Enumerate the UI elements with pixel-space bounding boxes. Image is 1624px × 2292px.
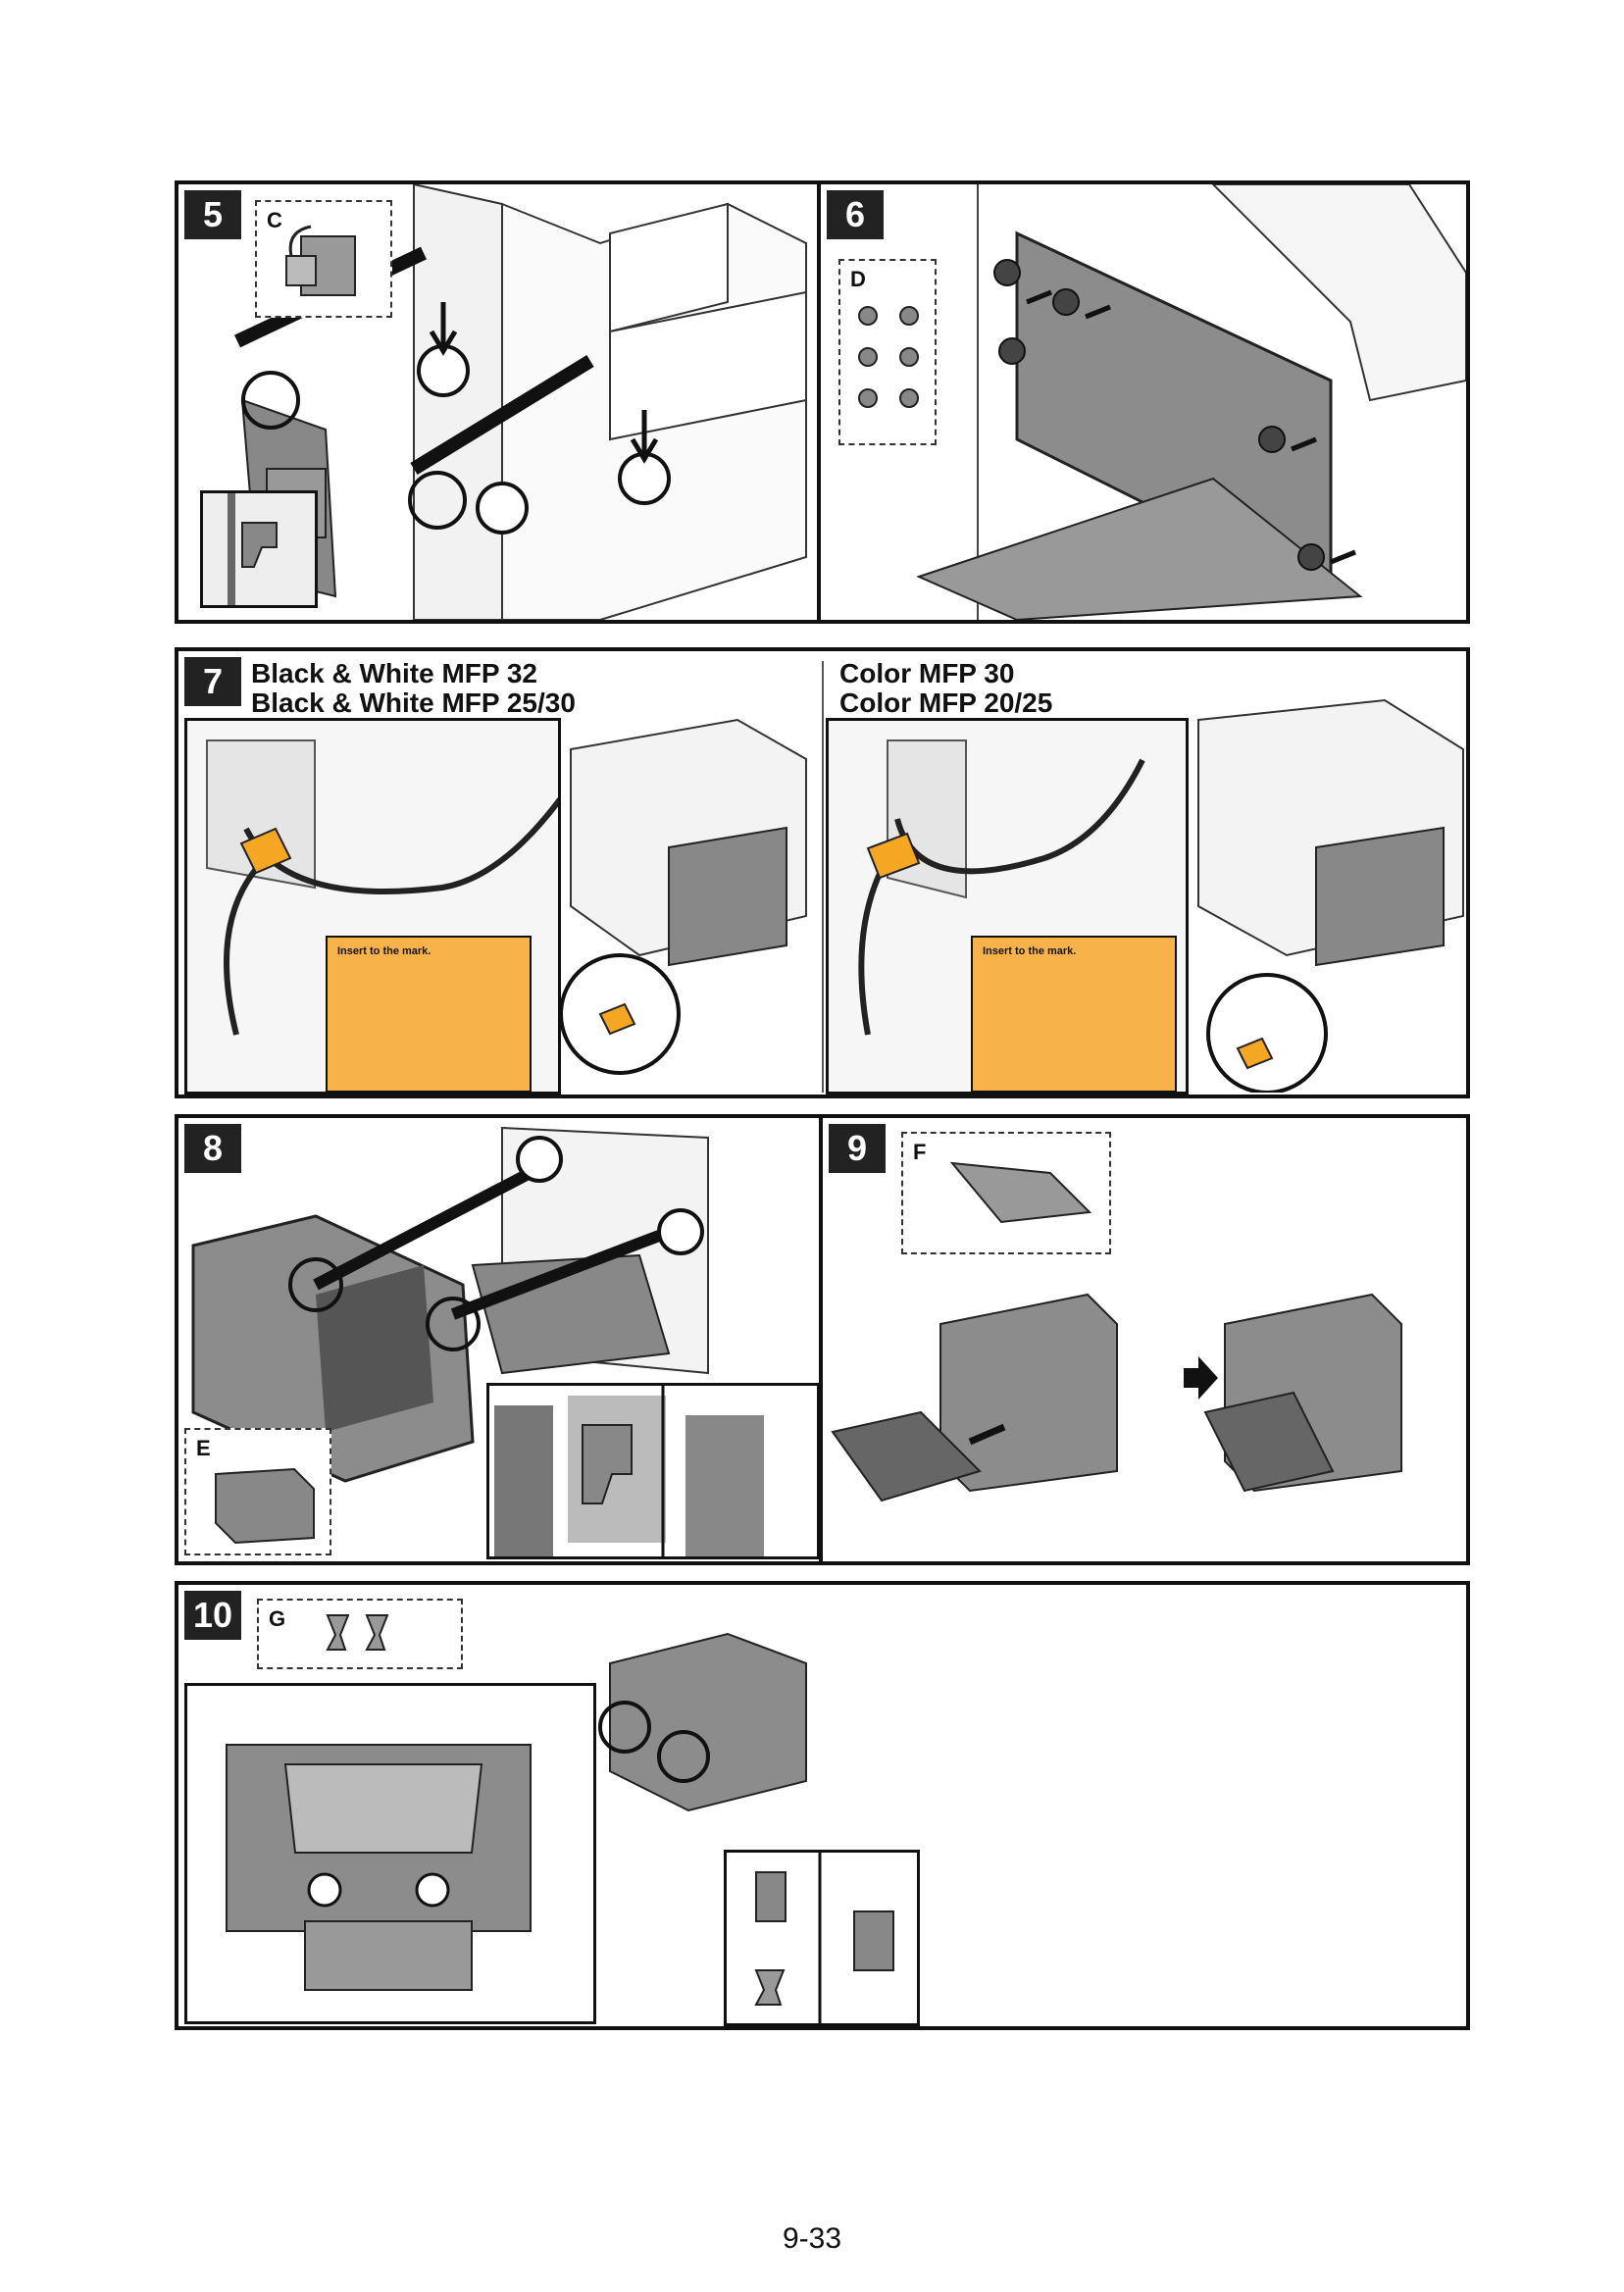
step-number-8: 8 [184,1124,241,1173]
step-number-6: 6 [827,190,884,239]
part-g-label: G [269,1606,286,1631]
part-e-box: E [184,1428,331,1555]
part-g-box: G [257,1599,463,1669]
part-c-label: C [267,208,282,232]
model-bw-32: Black & White MFP 32 [251,658,538,688]
hook-detail-icon [203,493,315,605]
label-warning-text: Insert to the mark. [337,945,431,957]
hook-alignment-detail [489,1386,817,1556]
model-bw-25-30: Black & White MFP 25/30 [251,688,576,718]
screws-icon [858,306,919,408]
part-f-box: F [901,1132,1111,1254]
step-number-10: 10 [184,1591,241,1640]
step-7-right-machine [1197,698,1464,1093]
page-number: 9-33 [782,2222,842,2255]
part-f-tray-icon [949,1161,1092,1224]
model-color-30: Color MFP 30 [839,658,1015,688]
duplex-underside-illustration [187,1686,593,2021]
clip-install-detail [727,1853,917,2023]
step-7-panel: 7 Black & White MFP 32 Black & White MFP… [175,647,1470,1098]
step-9-tray-illustration [831,1293,1402,1503]
step-6-panel: 6 D [817,180,1470,624]
step-7-right-label: Insert to the mark. [971,936,1177,1093]
step-6-panel-illustration [916,184,1466,620]
part-c-box: C [255,200,392,318]
step-8-detail-inset [486,1383,819,1559]
step-9-panel: 9 F [819,1114,1470,1565]
step-7-right-heading: Color MFP 30 Color MFP 20/25 [839,659,1052,718]
part-c-icon [285,225,356,296]
step-10-machine-illustration [598,1632,807,1812]
part-e-icon [215,1467,315,1545]
step-10-panel: 10 G [175,1581,1470,2030]
step-number-7: 7 [184,657,241,706]
part-f-label: F [913,1140,927,1164]
step-7-left-machine [559,718,807,1075]
part-g-clips-icon [326,1614,389,1651]
step-5-detail-inset [200,490,318,608]
model-color-20-25: Color MFP 20/25 [839,688,1053,718]
part-e-label: E [196,1436,211,1460]
step-10-bottom-detail [184,1683,596,2024]
step-7-left-heading: Black & White MFP 32 Black & White MFP 2… [251,659,576,718]
step-5-machine-illustration [234,184,807,620]
step-number-5: 5 [184,190,241,239]
step-7-left-label: Insert to the mark. [326,936,532,1093]
step-5-panel: 5 C [175,180,821,624]
step-8-duplex-unit-illustration [191,1126,709,1483]
part-d-label: D [850,267,866,291]
step-8-panel: 8 E [175,1114,823,1565]
step-10-clip-detail [724,1850,920,2026]
label-warning-text-2: Insert to the mark. [983,945,1077,957]
part-d-box: D [838,259,937,445]
step-number-9: 9 [829,1124,886,1173]
